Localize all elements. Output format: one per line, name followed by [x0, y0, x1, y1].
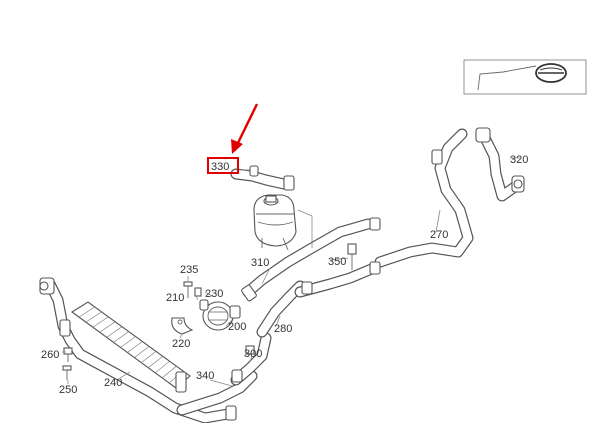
radiator-fin — [92, 316, 109, 328]
coolant-hoses — [44, 128, 522, 424]
bolt-300 — [245, 345, 255, 355]
radiator-fin — [127, 341, 143, 353]
radiator-fin — [141, 351, 157, 363]
radiator-fin — [78, 306, 95, 318]
callout-350[interactable]: 350 — [328, 256, 346, 268]
callout-200[interactable]: 200 — [228, 321, 246, 333]
callout-310[interactable]: 310 — [251, 257, 269, 269]
fitting-350 — [347, 243, 357, 270]
bolt-235 — [183, 281, 193, 298]
callout-labels: 330 320 270 310 350 235 210 230 220 200 … — [41, 154, 528, 396]
callout-210[interactable]: 210 — [166, 292, 184, 304]
radiator — [59, 301, 191, 393]
radiator-fin — [85, 311, 102, 323]
callout-230[interactable]: 230 — [205, 288, 223, 300]
pump-bracket — [171, 317, 194, 335]
callout-270[interactable]: 270 — [430, 229, 448, 241]
callout-220[interactable]: 220 — [172, 338, 190, 350]
radiator-fin — [99, 321, 116, 333]
callout-340[interactable]: 340 — [196, 370, 214, 382]
radiator-fin — [155, 360, 170, 374]
bolt-260 — [63, 347, 73, 362]
vehicle-orientation-inset — [463, 59, 587, 95]
callout-280[interactable]: 280 — [274, 323, 292, 335]
callout-250[interactable]: 250 — [59, 384, 77, 396]
radiator-fin — [148, 356, 163, 368]
highlight-box — [207, 157, 239, 174]
callout-330[interactable]: 330 — [211, 161, 229, 173]
bolt-210 — [194, 287, 202, 297]
callout-240[interactable]: 240 — [104, 377, 122, 389]
callout-300[interactable]: 300 — [244, 348, 262, 360]
bolts — [62, 243, 357, 380]
vehicle-front-view-icon — [477, 63, 567, 91]
callout-260[interactable]: 260 — [41, 349, 59, 361]
water-pump — [199, 299, 241, 331]
bolt-250 — [62, 365, 72, 380]
hose-connectors — [39, 127, 525, 421]
expansion-tank — [253, 194, 297, 251]
radiator-fin — [113, 331, 129, 343]
highlight-arrow — [231, 103, 259, 154]
leader-lines — [62, 157, 520, 387]
callout-235[interactable]: 235 — [180, 264, 198, 276]
radiator-fin — [134, 346, 150, 358]
radiator-fin — [161, 365, 177, 379]
radiator-fin — [120, 336, 136, 348]
radiator-fin — [106, 326, 123, 338]
callout-320[interactable]: 320 — [510, 154, 528, 166]
